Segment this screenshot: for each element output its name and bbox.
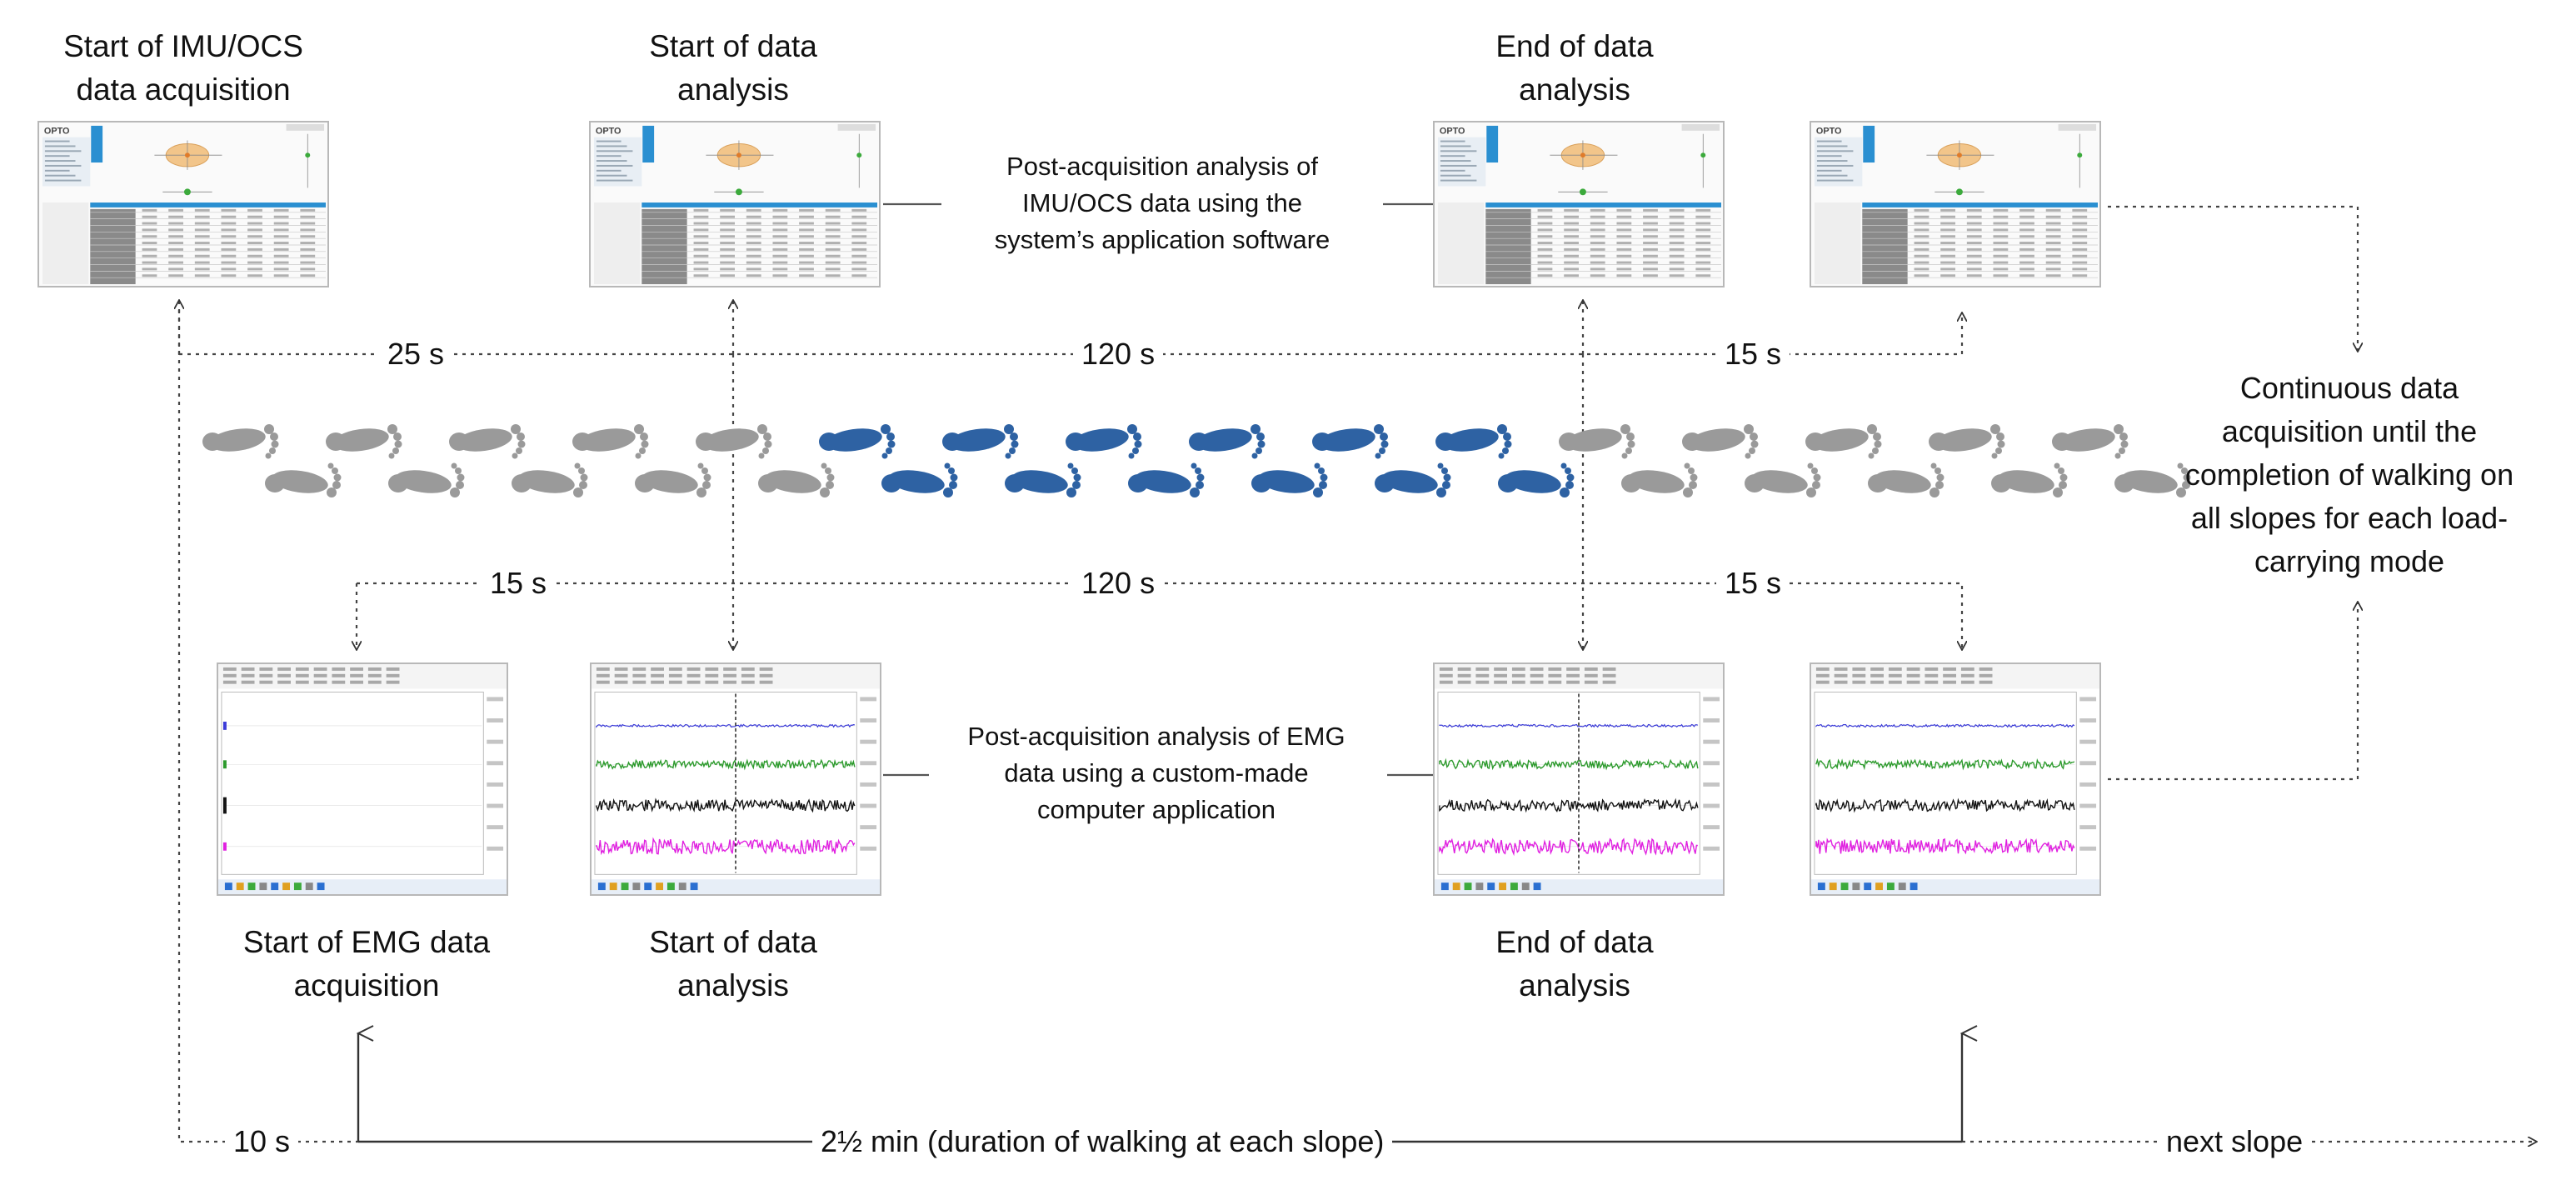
footsteps-row [202, 424, 2191, 498]
footprint-icon [1251, 462, 1328, 498]
label-emg-end-analysis: End of data analysis [1495, 925, 1654, 1002]
footprint-icon [1128, 462, 1205, 498]
imu-software-screenshot-end-analysis: OPTO [1433, 121, 1725, 288]
imu-software-screenshot-start-acquisition: OPTO [37, 121, 329, 288]
note-continuous-acquisition: Continuous data acquisition until the co… [2184, 371, 2514, 578]
timing-bottom-10s: 10 s [225, 1123, 299, 1160]
footprint-icon [1745, 462, 1821, 498]
label-imu-start-analysis: Start of data analysis [649, 29, 817, 107]
timing-top-25s: 25 s [379, 336, 453, 372]
footprint-icon [326, 424, 402, 459]
label-emg-start-analysis: Start of data analysis [649, 925, 817, 1002]
timing-top-120s: 120 s [1073, 336, 1164, 372]
label-imu-end-analysis: End of data analysis [1495, 29, 1654, 107]
footprint-icon [696, 424, 772, 459]
screen-logo: OPTO [1440, 127, 1465, 137]
footprint-icon [1805, 424, 1882, 459]
timing-bottom-walking-duration: 2½ min (duration of walking at each slop… [812, 1123, 1393, 1160]
timing-top-15s: 15 s [1716, 336, 1790, 372]
footprint-icon [265, 462, 342, 498]
footprint-icon [819, 424, 896, 459]
note-imu-post-analysis: Post-acquisition analysis of IMU/OCS dat… [994, 152, 1330, 254]
imu-software-screenshot-start-analysis: OPTO [589, 121, 881, 288]
footprint-icon [512, 462, 588, 498]
timing-mid-15s-left: 15 s [482, 565, 556, 602]
footprint-icon [1312, 424, 1389, 459]
footprint-icon [1868, 462, 1944, 498]
timing-mid-120s: 120 s [1073, 565, 1164, 602]
note-connectors [883, 202, 1435, 777]
emg-timing-line [357, 582, 2358, 781]
footprint-icon [1189, 424, 1266, 459]
screen-logo: OPTO [1816, 127, 1842, 137]
emg-app-screenshot-start-acquisition [217, 662, 508, 896]
footprint-icon [388, 462, 465, 498]
footprint-icon [1066, 424, 1142, 459]
footprint-icon [1375, 462, 1451, 498]
footprint-icon [942, 424, 1019, 459]
footprint-icon [758, 462, 835, 498]
footprint-icon [1991, 462, 2068, 498]
label-emg-start-acquisition: Start of EMG data acquisition [242, 925, 491, 1002]
footprint-icon [1929, 424, 2005, 459]
screen-logo: OPTO [44, 127, 70, 137]
emg-app-screenshot-end-analysis [1433, 662, 1725, 896]
footprint-icon [1682, 424, 1759, 459]
emg-app-screenshot-start-analysis [590, 662, 881, 896]
timing-mid-15s-right: 15 s [1716, 565, 1790, 602]
footprint-icon [202, 424, 279, 459]
label-imu-start-acquisition: Start of IMU/OCS data acquisition [63, 29, 303, 107]
footprint-icon [1498, 462, 1575, 498]
footprint-icon [1559, 424, 1635, 459]
emg-app-screenshot-continuous [1810, 662, 2101, 896]
footprint-icon [1621, 462, 1698, 498]
footprint-icon [881, 462, 958, 498]
footprint-icon [635, 462, 711, 498]
footprint-icon [449, 424, 526, 459]
footprint-icon [1005, 462, 1081, 498]
footprint-icon [572, 424, 649, 459]
footprint-icon [2114, 462, 2191, 498]
footprint-icon [2052, 424, 2129, 459]
imu-software-screenshot-continuous: OPTO [1810, 121, 2101, 288]
note-emg-post-analysis: Post-acquisition analysis of EMG data us… [967, 722, 1345, 824]
screen-logo: OPTO [596, 127, 622, 137]
footprint-icon [1435, 424, 1512, 459]
timing-bottom-next-slope: next slope [2158, 1123, 2312, 1160]
